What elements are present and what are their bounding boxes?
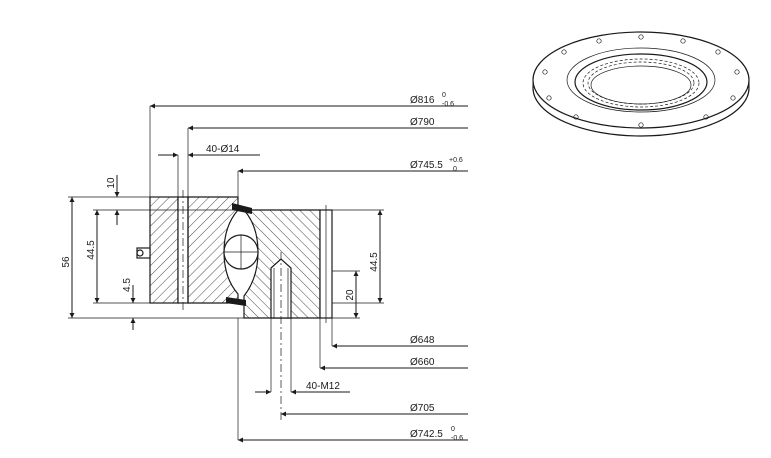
dim-d816-lower: -0.6 xyxy=(442,101,454,108)
dim-d790: Ø790 xyxy=(410,117,435,128)
dim-d705: Ø705 xyxy=(410,403,435,414)
dim-h4-5: 4.5 xyxy=(122,278,133,292)
dim-h20: 20 xyxy=(345,289,356,301)
dim-d816-upper: 0 xyxy=(442,92,446,99)
dim-d745-upper: +0.6 xyxy=(449,157,463,164)
dim-h44-right: 44.5 xyxy=(369,252,380,272)
dim-d745-lower: 0 xyxy=(453,166,457,173)
dim-d816: Ø816 xyxy=(410,95,435,106)
dim-d648: Ø648 xyxy=(410,335,435,346)
diameter-dimension-lines xyxy=(149,103,468,443)
dim-d742: Ø742.5 xyxy=(410,429,443,440)
dim-h10: 10 xyxy=(106,177,117,189)
dim-d742-lower: -0.6 xyxy=(451,435,463,442)
dim-d660: Ø660 xyxy=(410,357,435,368)
slewing-ring-isometric-icon xyxy=(532,31,750,137)
dim-holes: 40-Ø14 xyxy=(206,144,240,155)
dim-h44-left: 44.5 xyxy=(86,240,97,260)
ball-and-seals xyxy=(223,203,259,306)
dim-threads: 40-M12 xyxy=(306,381,340,392)
dimension-labels: Ø816 0 -0.6 Ø790 40-Ø14 Ø745.5 +0.6 0 Ø6… xyxy=(61,92,463,442)
height-dimension-lines xyxy=(68,175,384,330)
dim-h56: 56 xyxy=(61,256,72,268)
dim-d742-upper: 0 xyxy=(451,426,455,433)
outer-ring-section xyxy=(136,190,239,310)
inner-ring-section xyxy=(242,205,333,420)
dim-d745: Ø745.5 xyxy=(410,160,443,171)
